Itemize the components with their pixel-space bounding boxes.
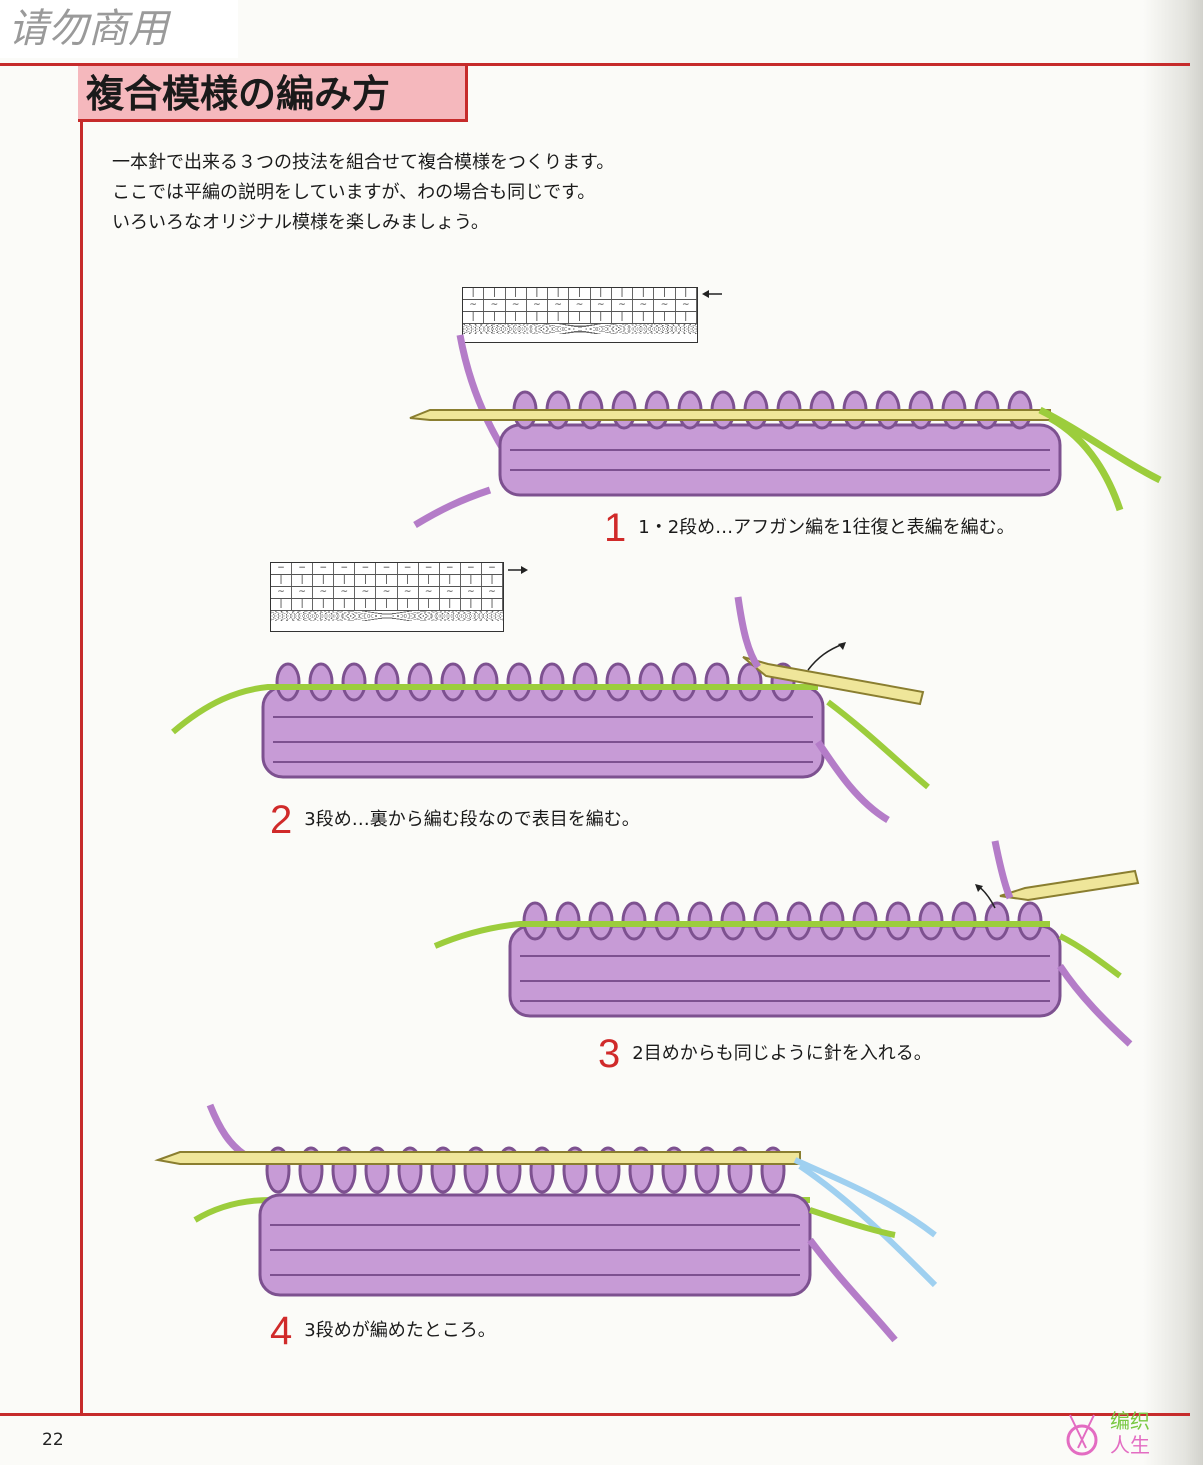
knitting-illustration-1 bbox=[409, 334, 1162, 529]
intro-text: 一本針で出来る３つの技法を組合せて複合模様をつくります。 ここでは平編の説明をし… bbox=[112, 148, 614, 238]
frame-bottom-rule bbox=[0, 1413, 1190, 1416]
page-number: 22 bbox=[42, 1430, 64, 1450]
knitting-illustration-2 bbox=[171, 596, 930, 824]
step-1-caption: 1 1・2段め…アフガン編を1往復と表編を編む。 bbox=[604, 508, 1015, 548]
intro-line: ここでは平編の説明をしていますが、わの場合も同じです。 bbox=[112, 182, 596, 203]
arrow-icon bbox=[508, 566, 528, 574]
step-3-text: 2目めからも同じように針を入れる。 bbox=[632, 1043, 932, 1064]
intro-line: いろいろなオリジナル模様を楽しみましょう。 bbox=[112, 212, 489, 233]
page-title: 複合模様の編み方 bbox=[78, 66, 468, 122]
site-logo: 编织 人生 bbox=[1052, 1400, 1172, 1458]
step-4-text: 3段めが編めたところ。 bbox=[304, 1320, 496, 1341]
arrow-icon bbox=[702, 290, 722, 298]
step-3-caption: 3 2目めからも同じように針を入れる。 bbox=[598, 1034, 932, 1074]
page-edge-shadow bbox=[1143, 0, 1203, 1465]
step-1-text: 1・2段め…アフガン編を1往復と表編を編む。 bbox=[638, 517, 1015, 538]
step-2-caption: 2 3段め…裏から編む段なので表目を編む。 bbox=[270, 800, 640, 840]
step-4-caption: 4 3段めが編めたところ。 bbox=[270, 1311, 496, 1351]
step-4-number: 4 bbox=[270, 1309, 293, 1353]
stitch-chart-1: ||||||||||| ~~~~~~~~~~~ ||||||||||| bbox=[462, 287, 698, 343]
frame-left-rule bbox=[80, 63, 83, 1416]
step-1-number: 1 bbox=[604, 506, 627, 550]
knitting-illustration-4 bbox=[154, 1103, 938, 1343]
intro-line: 一本針で出来る３つの技法を組合せて複合模様をつくります。 bbox=[112, 152, 615, 173]
knitting-illustration-3 bbox=[433, 840, 1140, 1047]
step-3-number: 3 bbox=[598, 1032, 621, 1076]
stitch-chart-2: −−−−−−−−−−− ||||||||||| ~~~~~~~~~~~ ||||… bbox=[270, 562, 504, 632]
frame-top-rule bbox=[0, 63, 1190, 66]
step-2-number: 2 bbox=[270, 798, 293, 842]
svg-text:人生: 人生 bbox=[1110, 1433, 1150, 1457]
svg-text:编织: 编织 bbox=[1110, 1409, 1150, 1433]
step-2-text: 3段め…裏から編む段なので表目を編む。 bbox=[304, 809, 640, 830]
watermark: 请勿商用 bbox=[0, 0, 238, 58]
